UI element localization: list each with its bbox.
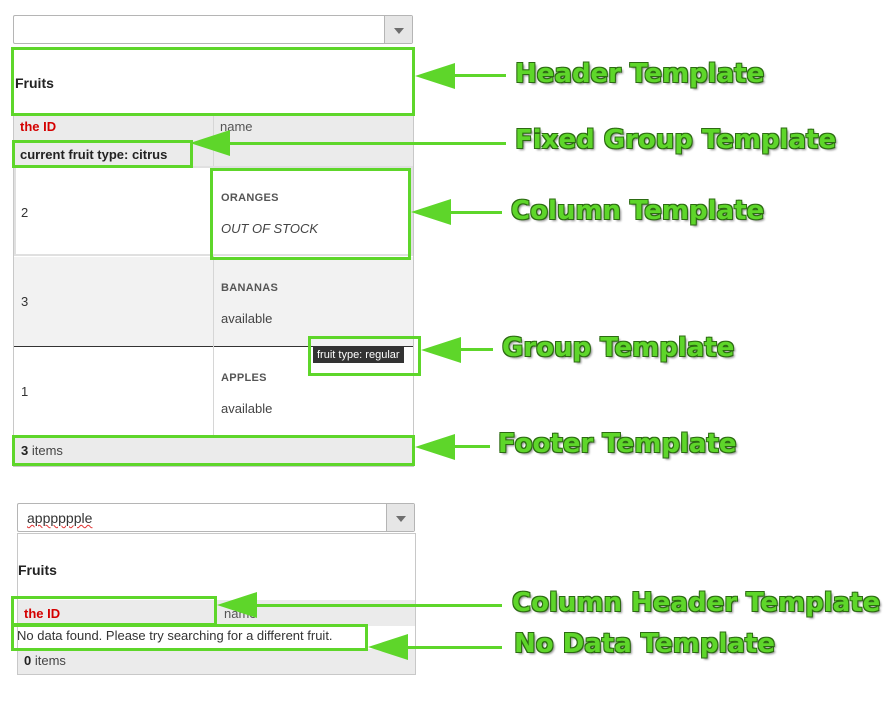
item-status: OUT OF STOCK <box>221 221 319 236</box>
combobox-value[interactable]: apppppple <box>27 510 93 526</box>
item-status: available <box>221 401 273 416</box>
item-id: 3 <box>21 294 29 309</box>
callout-fixed-group-template: Fixed Group Template <box>515 125 837 155</box>
callout-no-data-template: No Data Template <box>514 629 775 659</box>
fruit-combobox-filtered[interactable]: apppppple <box>17 503 415 532</box>
callout-column-template: Column Template <box>511 196 765 226</box>
arrow-icon <box>368 634 408 660</box>
arrow-line <box>403 646 502 649</box>
chevron-down-icon <box>396 516 406 522</box>
arrow-icon <box>415 63 455 89</box>
arrow-icon <box>217 592 257 618</box>
column-divider <box>213 257 214 435</box>
item-name: APPLES <box>221 372 267 384</box>
arrow-line <box>450 445 490 448</box>
highlight-fixed-group <box>12 140 193 168</box>
chevron-down-icon <box>394 28 404 34</box>
arrow-line <box>450 74 506 77</box>
footer-count: 3 <box>21 443 29 458</box>
arrow-icon <box>411 199 451 225</box>
callout-footer-template: Footer Template <box>498 429 737 459</box>
fixed-group-label: current fruit type: citrus <box>20 147 168 162</box>
callout-header-template: Header Template <box>515 59 765 89</box>
item-status: available <box>221 311 273 326</box>
list-footer <box>18 649 415 674</box>
highlight-footer <box>12 435 415 466</box>
highlight-no-data <box>11 624 368 651</box>
list-item[interactable] <box>14 166 413 256</box>
header-title: Fruits <box>18 562 57 578</box>
dropdown-button[interactable] <box>386 504 414 531</box>
arrow-line <box>225 142 506 145</box>
column-header-id[interactable]: the ID <box>20 119 57 134</box>
column-header-id[interactable]: the ID <box>24 606 61 621</box>
item-name: ORANGES <box>221 192 279 204</box>
arrow-line <box>456 348 493 351</box>
item-name: BANANAS <box>221 282 279 294</box>
highlight-group <box>308 336 421 376</box>
arrow-line <box>252 604 502 607</box>
footer-count: 0 <box>24 653 32 668</box>
group-tag: fruit type: regular <box>313 347 404 363</box>
footer-text: 0 items <box>24 653 66 668</box>
footer-label: items <box>28 443 63 458</box>
arrow-icon <box>415 434 455 460</box>
header-title: Fruits <box>15 75 54 91</box>
callout-column-header-template: Column Header Template <box>512 588 881 618</box>
arrow-icon <box>190 130 230 156</box>
highlight-header <box>11 47 415 116</box>
footer-text: 3 items <box>21 443 63 458</box>
fruit-combobox[interactable] <box>13 15 413 44</box>
item-id: 1 <box>21 384 29 399</box>
highlight-column-header <box>11 596 217 626</box>
footer-label: items <box>31 653 66 668</box>
highlight-column <box>210 168 411 260</box>
dropdown-button[interactable] <box>384 16 412 43</box>
list-footer <box>14 436 413 466</box>
arrow-icon <box>421 337 461 363</box>
item-id: 2 <box>21 205 29 220</box>
callout-group-template: Group Template <box>502 333 735 363</box>
no-data-message: No data found. Please try searching for … <box>17 628 333 643</box>
arrow-line <box>446 211 502 214</box>
